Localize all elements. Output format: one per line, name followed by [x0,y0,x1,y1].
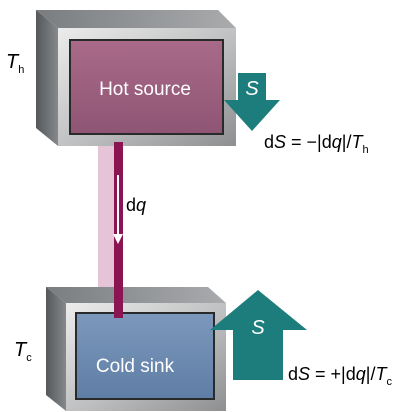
hot-entropy-equation: dS = −|dq|/Th [264,132,369,156]
cold-block-top-face [46,287,226,303]
cold-sink-label: Cold sink [96,356,175,377]
heat-rod [98,142,123,318]
hot-block-left-face [36,10,58,146]
cold-temperature-label: Tc [14,339,32,364]
entropy-arrow-down: S [224,73,280,131]
hot-block-face [69,39,224,135]
cold-sink-block: Cold sink [46,287,226,411]
heat-rod-light [98,146,114,287]
heat-flow-arrow-head [113,234,123,244]
cold-block-left-face [46,287,66,411]
hot-temperature-label: Th [6,51,24,76]
entropy-up-arrow-shape [210,290,307,380]
entropy-arrow-up: S [210,290,307,380]
entropy-up-symbol: S [251,317,265,339]
entropy-down-arrow-shape [224,73,280,131]
hot-source-block: Hot source [36,10,236,146]
entropy-down-symbol: S [245,78,259,100]
hot-source-label: Hot source [99,79,191,100]
cold-block-face [75,312,215,400]
heat-flow-label: dq [126,195,146,215]
cold-entropy-equation: dS = +|dq|/Tc [288,364,392,388]
hot-block-top-face [36,10,236,28]
